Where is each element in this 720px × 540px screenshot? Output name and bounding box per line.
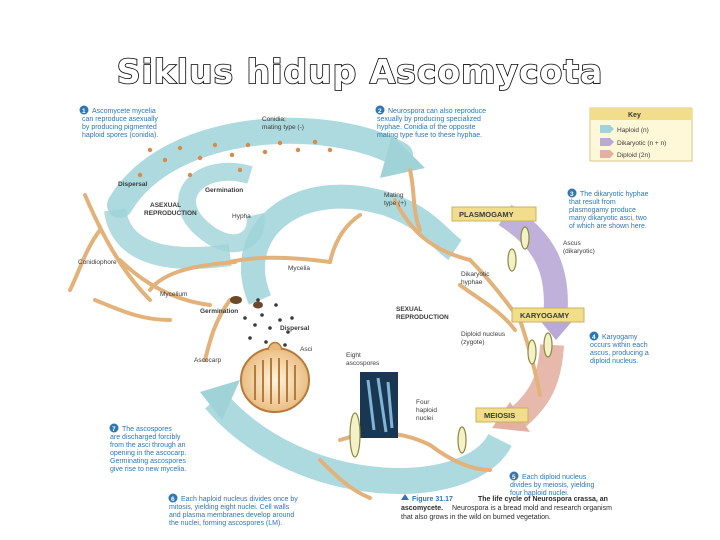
step-6-text: Each haploid nucleus divides once by mit…: [169, 496, 300, 527]
hypha-label: Hypha: [232, 213, 251, 220]
ascocarp-label: Ascocarp: [194, 357, 221, 364]
haploid-arrow-left: [104, 207, 232, 269]
four-haploid-nuclei-label: Four haploid nuclei: [416, 399, 439, 422]
germination-top-label: Germination: [205, 187, 243, 194]
step-1-text: Ascomycete mycelia can reproduce asexual…: [82, 108, 160, 139]
key-box: Key Haploid (n) Dikaryotic (n + n) Diplo…: [589, 107, 693, 162]
caption-line-3: that also grows in the wild on burned ve…: [401, 514, 551, 521]
haploid-arrowhead-bottom: [200, 380, 240, 420]
asci-label: Asci: [300, 346, 312, 353]
step-2-text: Neurospora can also reproduce sexually b…: [377, 108, 488, 139]
step-5-text: Each diploid nucleus divides by meiosis,…: [510, 474, 596, 497]
mycelia-label: Mycelia: [288, 265, 310, 272]
plasmogamy-label: PLASMOGAMY: [459, 210, 514, 219]
step-4-text: Karyogamy occurs within each ascus, prod…: [590, 334, 651, 365]
eight-ascospores-label: Eight ascospores: [346, 352, 380, 367]
caption-line-2: ascomycete. Neurospora is a bread mold a…: [401, 505, 612, 512]
step-2: 2 Neurospora can also reproduce sexually…: [375, 105, 488, 139]
key-heading: Key: [628, 112, 641, 119]
dikaryotic-arrow: [498, 204, 568, 322]
key-item-dikaryotic: Dikaryotic (n + n): [617, 140, 666, 147]
dikaryotic-asci: [349, 226, 553, 458]
key-item-diploid: Diploid (2n): [617, 152, 650, 159]
germinating-spore: [230, 296, 242, 304]
step-5: 5 Each diploid nucleus divides by meiosi…: [509, 471, 596, 497]
key-swatch-diploid: [600, 150, 614, 158]
step-3: 3 The dikaryotic hyphae that result from…: [567, 188, 650, 230]
haploid-arrowhead-top: [380, 135, 425, 178]
ascus-label: Ascus (dikaryotic): [563, 240, 595, 255]
conidia-dots: [137, 139, 333, 178]
haploid-arrow-top: [107, 117, 413, 218]
asexual-loop-arrow: [178, 162, 265, 253]
germinating-spore-2: [253, 301, 263, 309]
key-swatch-dikaryotic: [600, 138, 614, 146]
step-4: 4 Karyogamy occurs within each ascus, pr…: [589, 331, 651, 365]
step-7: 7 The ascospores are discharged forcibly…: [109, 423, 188, 473]
ascospore-specks: [243, 298, 294, 347]
svg-text:2: 2: [378, 108, 382, 115]
dikaryotic-arrowhead: [538, 318, 575, 340]
meiosis-label: MEIOSIS: [484, 411, 515, 420]
mating-type-label: Mating type (+): [384, 192, 406, 207]
dispersal-top-label: Dispersal: [118, 181, 147, 188]
svg-text:4: 4: [592, 334, 596, 341]
step-1: 1 Ascomycete mycelia can reproduce asexu…: [79, 105, 160, 139]
svg-text:1: 1: [82, 108, 86, 115]
ascospores-micrograph-asci: [366, 377, 394, 433]
svg-text:7: 7: [112, 426, 116, 433]
mycelium-label: Mycelium: [160, 291, 187, 298]
diploid-nucleus-label: Diploid nucleus (zygote): [461, 331, 507, 346]
sexual-reproduction-label: SEXUAL REPRODUCTION: [396, 306, 449, 321]
conidia-label: Conidia; mating type (-): [262, 116, 304, 131]
haploid-arrow-bottom: [205, 391, 512, 494]
key-item-haploid: Haploid (n): [617, 127, 649, 134]
haploid-arrow-center: [241, 184, 463, 305]
svg-text:6: 6: [171, 496, 175, 503]
dispersal-mid-label: Dispersal: [280, 325, 309, 332]
conidiophore-label: Conidiophore: [78, 259, 117, 266]
page-title: Siklus hidup Ascomycota: [116, 51, 604, 92]
step-6: 6 Each haploid nucleus divides once by m…: [168, 493, 300, 527]
step-3-text: The dikaryotic hyphae that result from p…: [569, 191, 650, 230]
key-swatch-haploid: [600, 125, 614, 133]
svg-text:3: 3: [570, 191, 574, 198]
asexual-reproduction-label: ASEXUAL REPRODUCTION: [144, 202, 197, 217]
karyogamy-box: KARYOGAMY: [511, 307, 585, 323]
dikaryotic-hyphae-label: Dikaryotic hyphae: [461, 271, 491, 286]
karyogamy-label: KARYOGAMY: [520, 311, 569, 320]
svg-text:5: 5: [512, 474, 516, 481]
caption-line-1: Figure 31.17 The life cycle of Neurospor…: [412, 496, 608, 503]
plasmogamy-box: PLASMOGAMY: [451, 206, 537, 222]
germination-mid-label: Germination: [200, 308, 238, 315]
ascocarp: [240, 341, 310, 413]
meiosis-box: MEIOSIS: [475, 407, 529, 423]
figure-caption: Figure 31.17 The life cycle of Neurospor…: [401, 494, 612, 521]
step-7-text: The ascospores are discharged forcibly f…: [110, 426, 188, 473]
